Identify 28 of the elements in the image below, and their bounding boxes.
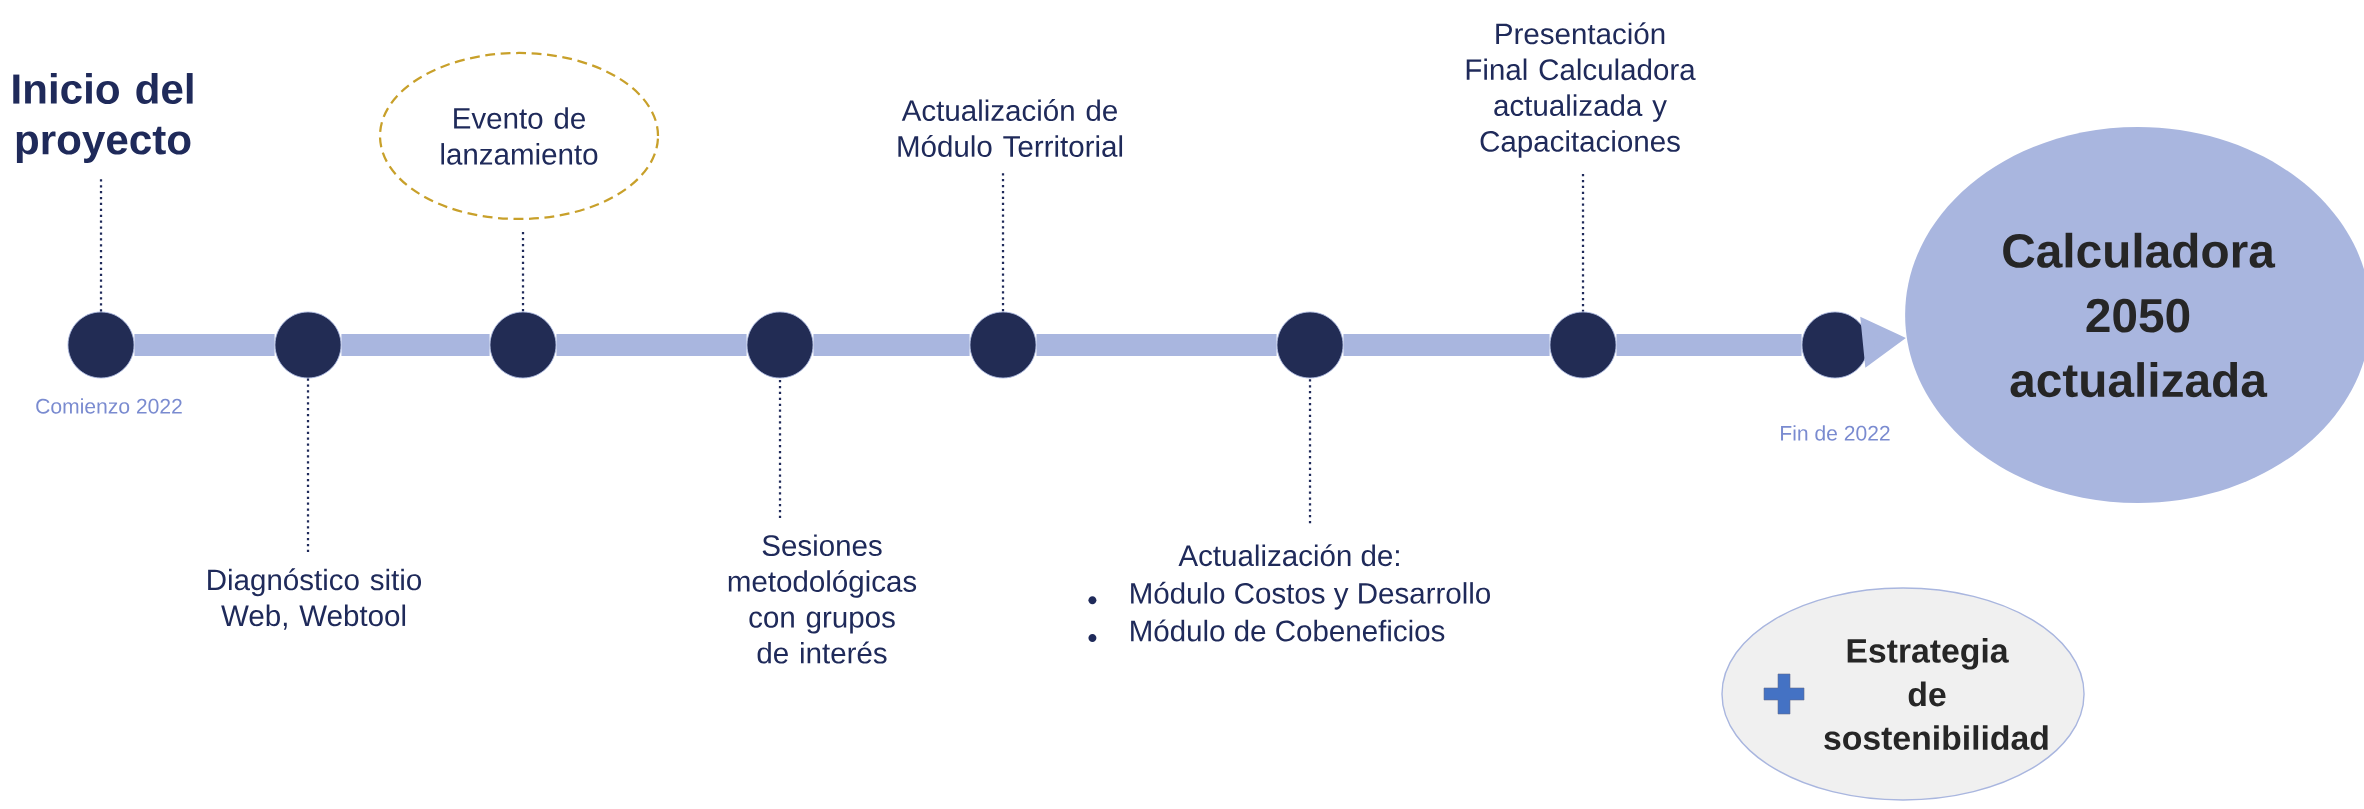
timeline-bar <box>134 334 275 356</box>
timeline-dot <box>969 311 1037 379</box>
timeline-bar <box>341 334 490 356</box>
milestone-label: Inicio del proyecto <box>13 73 193 163</box>
milestone-label: Diagnóstico sitio Web, Webtool <box>208 568 421 630</box>
timeline-dot <box>274 311 342 379</box>
leader-line <box>521 232 525 312</box>
leader-line <box>1581 174 1585 312</box>
milestone-label: Sesiones metodológicas con grupos de interés <box>728 534 917 664</box>
timeline-bar <box>813 334 970 356</box>
timeline-dot <box>67 311 135 379</box>
milestone-label: Presentación Final Calculadora actualizada y Capacitaciones <box>1466 22 1696 158</box>
leader-line <box>1001 173 1005 312</box>
leader-line <box>99 179 103 312</box>
date-label: Fin de 2022 <box>1781 425 1890 441</box>
leader-line <box>306 378 310 553</box>
leader-line <box>778 378 782 519</box>
timeline-bar <box>1036 334 1277 356</box>
leader-line <box>1308 378 1312 524</box>
milestone-label: Actualización de: Módulo Costos y Desarrollo Módulo de Cobeneficios <box>1131 544 1490 642</box>
milestone-label: Actualización de Módulo Territorial <box>898 99 1123 157</box>
timeline-dot <box>489 311 557 379</box>
timeline-bar <box>1343 334 1550 356</box>
timeline-bar <box>556 334 747 356</box>
date-label: Comienzo 2022 <box>36 398 182 414</box>
timeline-dot <box>1276 311 1344 379</box>
timeline-dot <box>1549 311 1617 379</box>
timeline-dot <box>746 311 814 379</box>
